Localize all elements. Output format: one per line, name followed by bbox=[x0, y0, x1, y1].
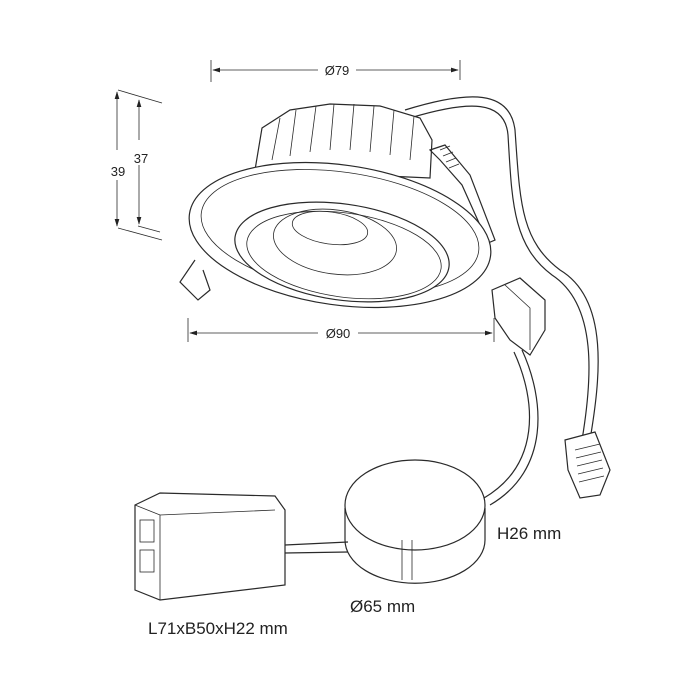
top-diameter-label: Ø79 bbox=[325, 63, 350, 78]
spring-clip-right bbox=[428, 144, 496, 244]
spring-clip-left bbox=[179, 259, 211, 301]
junction-cable bbox=[284, 541, 349, 546]
junction-box bbox=[134, 492, 286, 601]
body-height-label: 37 bbox=[134, 151, 148, 166]
heatsink bbox=[254, 103, 433, 179]
downlight-flange bbox=[188, 161, 492, 309]
dimension-top-diameter: Ø79 bbox=[210, 60, 461, 82]
led-driver bbox=[344, 459, 486, 584]
driver-cable bbox=[489, 349, 539, 506]
dimension-flange-diameter: Ø90 bbox=[187, 318, 495, 342]
connector-female bbox=[564, 431, 611, 499]
driver-height-label: H26 mm bbox=[497, 524, 561, 543]
junction-box-size-label: L71xB50xH22 mm bbox=[148, 619, 288, 638]
lamp-cable bbox=[404, 96, 599, 441]
driver-diameter-label: Ø65 mm bbox=[350, 597, 415, 616]
dimension-heights: 39 37 bbox=[111, 89, 163, 241]
flange-diameter-label: Ø90 bbox=[326, 326, 351, 341]
connector-male bbox=[491, 277, 546, 356]
overall-height-label: 39 bbox=[111, 164, 125, 179]
